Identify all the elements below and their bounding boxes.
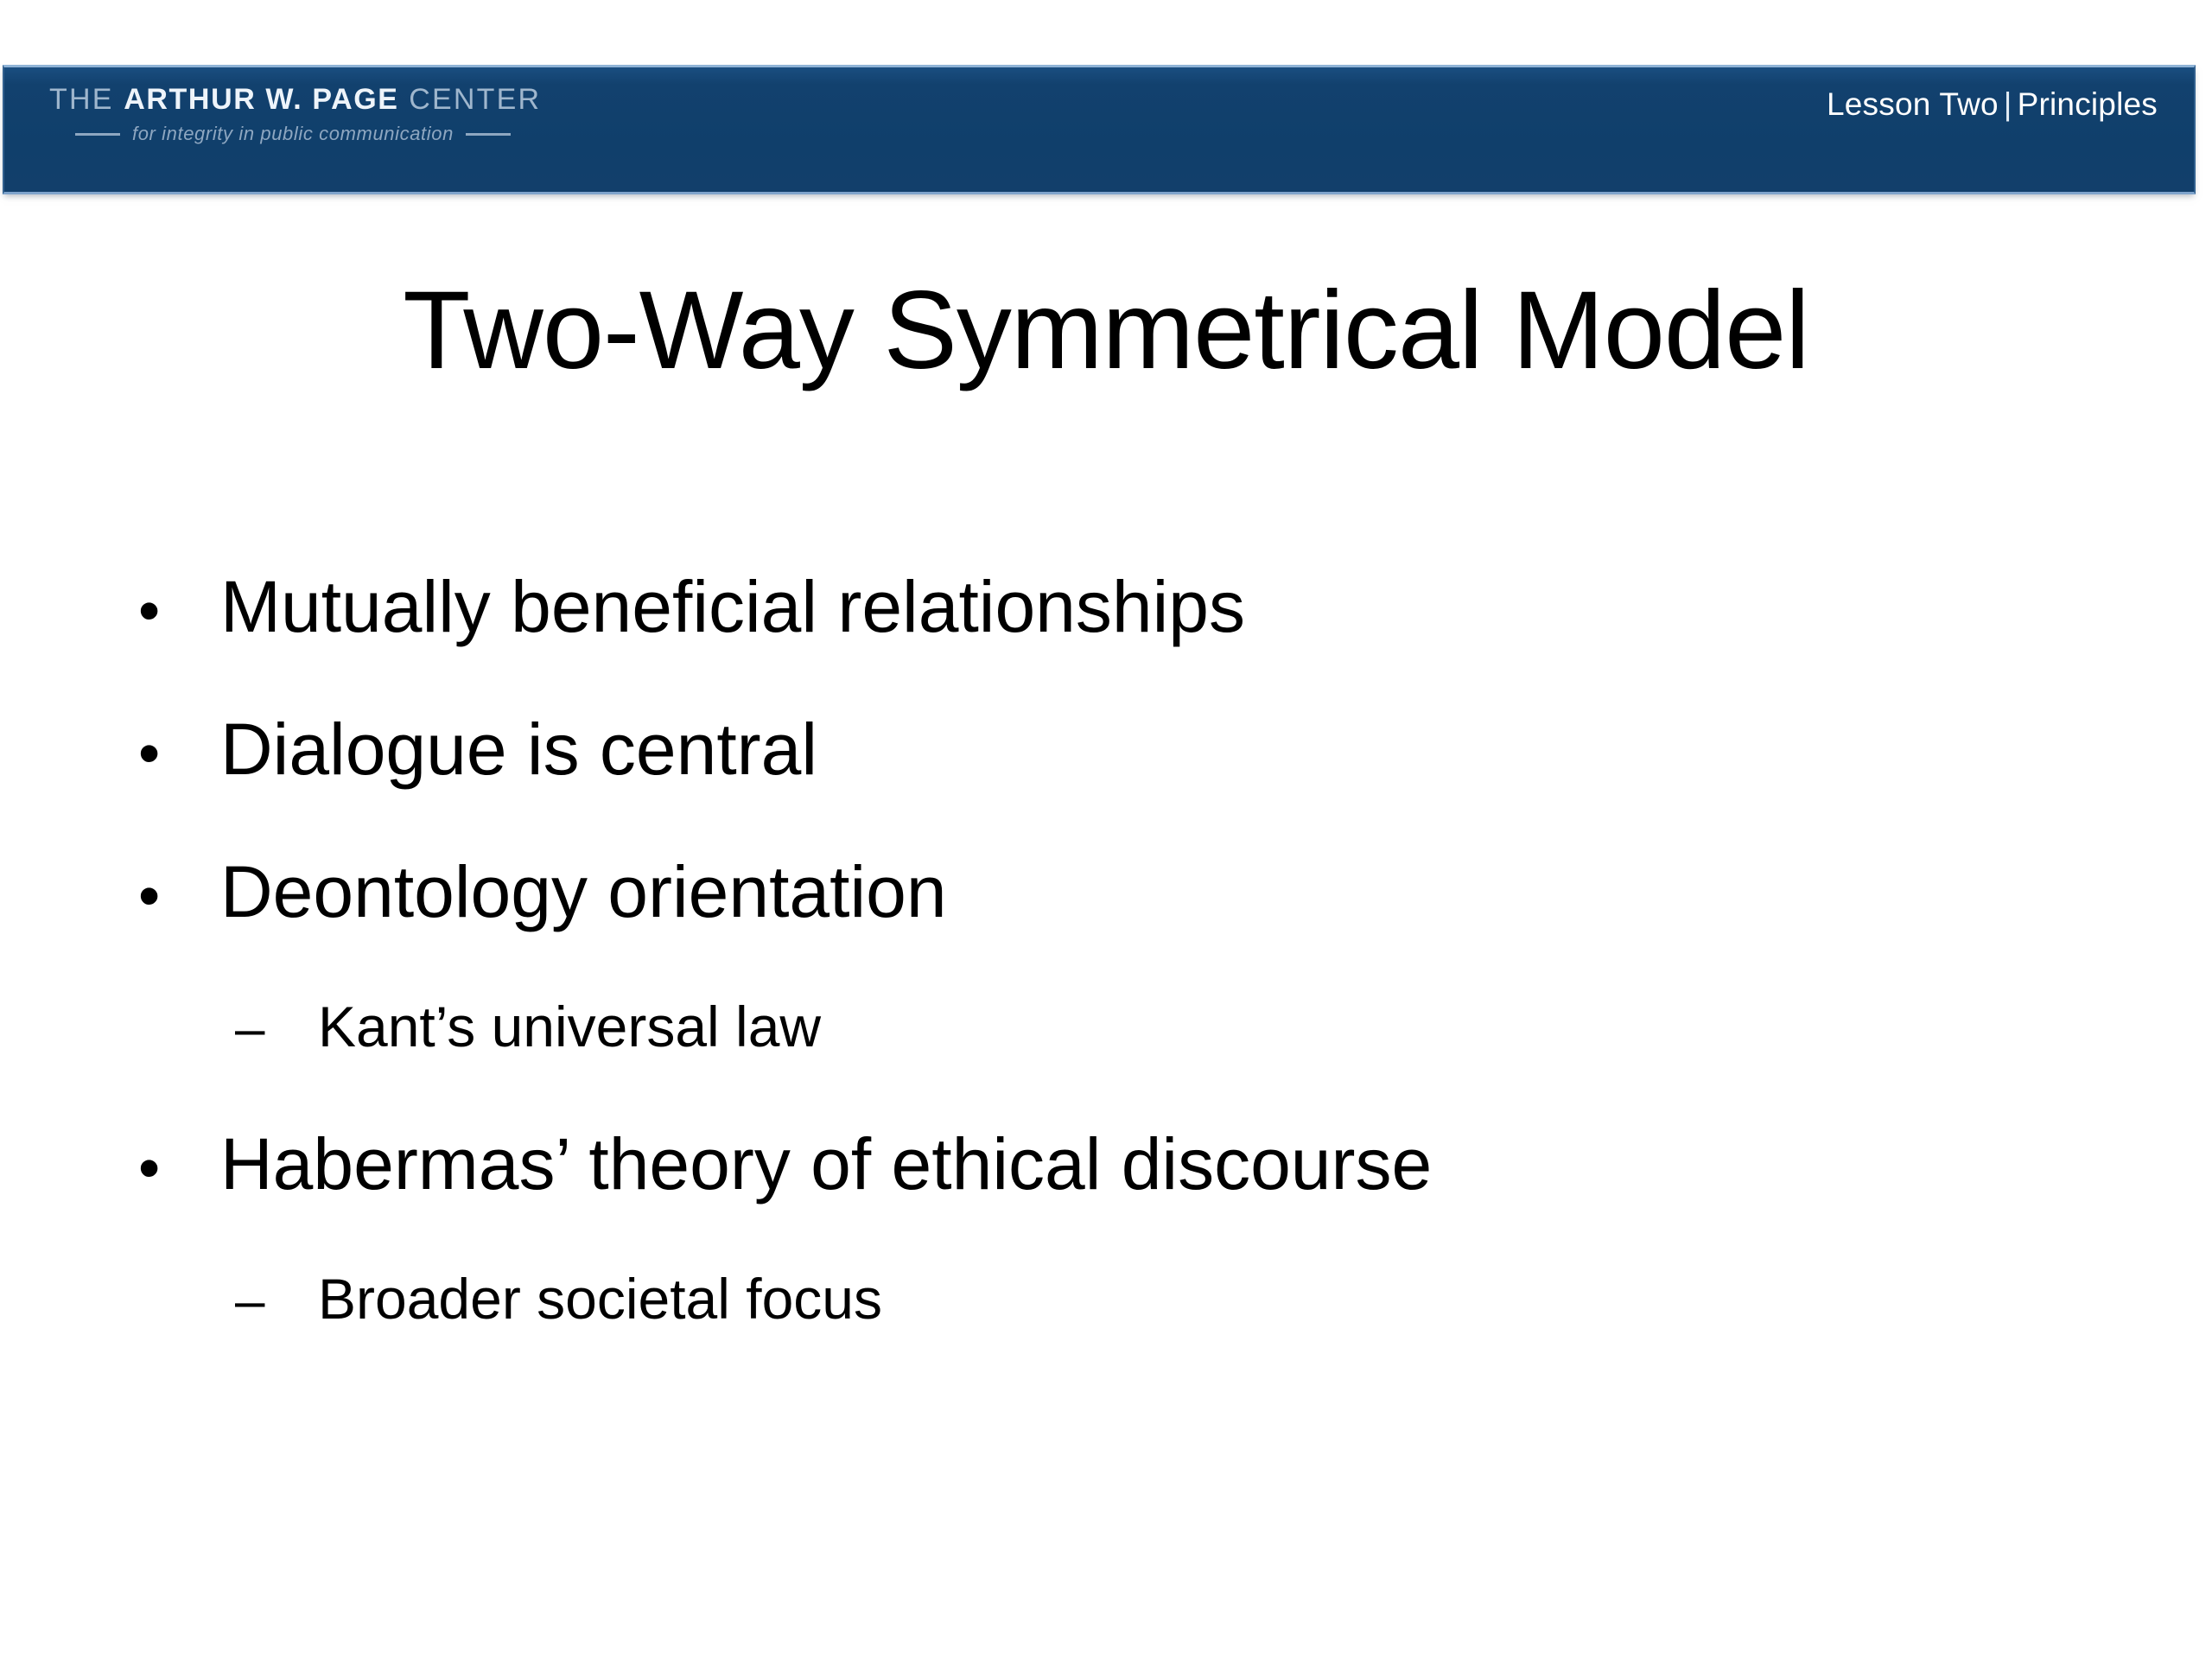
page-title: Two-Way Symmetrical Model (403, 269, 1809, 392)
lesson-label: Lesson Two (1827, 86, 1999, 122)
bullet-dot-icon: • (138, 861, 161, 931)
bullet-dash-icon: – (235, 1271, 265, 1331)
page-center-logo: THE ARTHUR W. PAGE CENTER for integrity … (49, 81, 568, 145)
bullet-dot-icon: • (138, 719, 161, 788)
section-label: Principles (2017, 86, 2158, 122)
slide-body: • Mutually beneficial relationships • Di… (0, 570, 2212, 1400)
bullet-text: Habermas’ theory of ethical discourse (220, 1123, 1433, 1205)
bullet-item: • Deontology orientation (0, 855, 2212, 998)
sub-bullet-item: – Kant’s universal law (0, 998, 2212, 1128)
bullet-item: • Mutually beneficial relationships (0, 570, 2212, 713)
breadcrumb-separator: | (2003, 86, 2012, 122)
bullet-text: Mutually beneficial relationships (220, 566, 1245, 647)
logo-tagline-row: for integrity in public communication (49, 123, 568, 145)
slide-header-band: THE ARTHUR W. PAGE CENTER for integrity … (3, 65, 2196, 194)
bullet-text: Deontology orientation (220, 851, 947, 932)
bullet-dot-icon: • (138, 576, 161, 645)
bullet-item: • Habermas’ theory of ethical discourse (0, 1128, 2212, 1270)
bullet-text: Dialogue is central (220, 709, 818, 790)
bullet-dot-icon: • (138, 1134, 161, 1203)
tagline-rule-right-icon (465, 132, 511, 136)
lesson-breadcrumb: Lesson Two|Principles (1827, 86, 2158, 123)
logo-tagline: for integrity in public communication (132, 123, 454, 144)
tagline-rule-left-icon (75, 132, 120, 136)
logo-word-the: THE (49, 83, 124, 116)
logo-wordmark: THE ARTHUR W. PAGE CENTER (49, 81, 568, 118)
logo-word-center: CENTER (398, 83, 542, 116)
logo-word-arthur-w-page: ARTHUR W. PAGE (124, 83, 399, 116)
bullet-item: • Dialogue is central (0, 713, 2212, 855)
sub-bullet-text: Kant’s universal law (318, 995, 822, 1058)
sub-bullet-text: Broader societal focus (318, 1267, 883, 1331)
sub-bullet-item: – Broader societal focus (0, 1270, 2212, 1400)
bullet-dash-icon: – (235, 999, 265, 1058)
